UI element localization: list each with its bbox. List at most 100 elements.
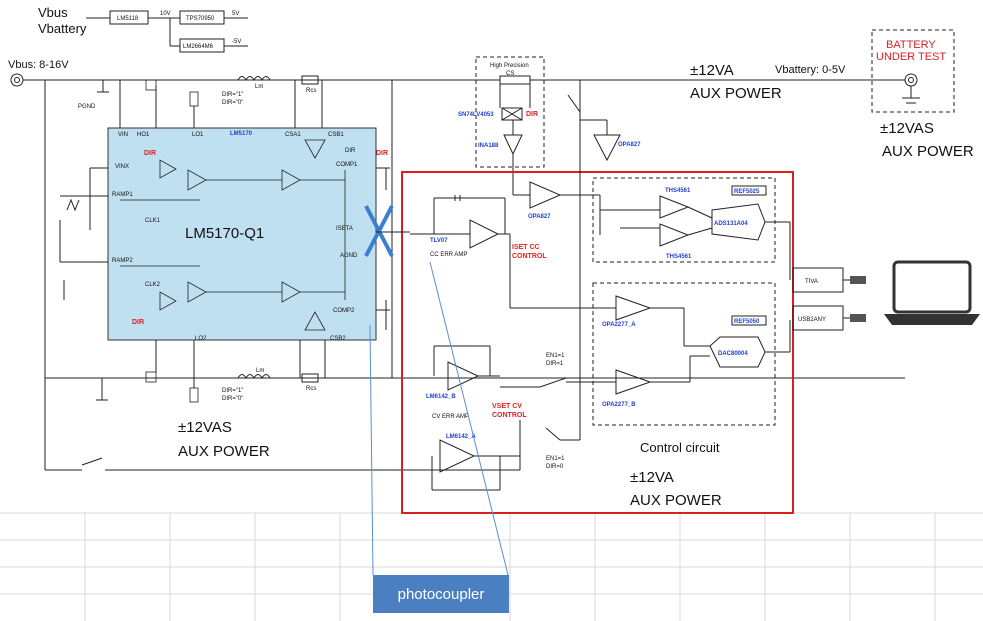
tlv07-amp [469,219,500,249]
cs-amp-2 [304,139,326,159]
iset-cc-control-label: CONTROL [512,253,547,260]
sense-switch [567,94,581,113]
shunt-resistor [499,75,531,85]
usb-plug-top [850,276,866,284]
v5-label: 5V [232,11,239,17]
aux-top-label: ±12VA [690,62,734,79]
dir-note-bottom-2: DIR="0" [222,396,243,402]
aux-bottom-label-2: AUX POWER [630,492,722,509]
dac80004-label: DAC80004 [718,351,748,357]
photocoupler-callout: photocoupler [373,575,509,613]
inductor-top-label: Lm [255,84,263,90]
photocoupler-line-2 [429,261,509,576]
ina188-label: INA188 [478,143,499,149]
aux-top-label-2: AUX POWER [690,85,782,102]
cc-err-amp-label: CC ERR AMP [430,252,467,258]
cc-switch [545,427,561,441]
current-sense-box [475,56,545,168]
iset-cc-label: ISET CC [512,244,540,251]
pin-ramp2: RAMP2 [112,258,133,264]
lm2664-label: LM2664M6 [183,44,214,50]
lm6142b-amp [447,361,480,391]
pin-agnd: AGND [340,253,358,259]
dir-note-bottom-1: DIR="1" [222,388,243,394]
dir-label-top: DIR [144,150,156,157]
gate-driver-2 [159,291,177,311]
lm5170-name: LM5170 [230,131,253,137]
dir-note-top-2: DIR="0" [222,100,243,106]
ths4561-bottom-amp [659,223,690,247]
aux-right-label: ±12VAS [880,120,934,137]
ads131-adc [711,203,766,241]
pin-dir: DIR [345,148,356,154]
vbus-terminal [10,73,24,87]
en1-label-top: EN1=1 [546,353,565,359]
opa827-top-label: OPA827 [618,142,641,148]
ths4561-top-amp [659,195,690,219]
dir-label-right: DIR [376,150,388,157]
vbus-switch [81,457,103,466]
pin-lo2: LO2 [195,336,207,342]
inductor-bottom [237,374,271,380]
vset-cv-label: VSET CV [492,403,522,410]
v10-label: 10V [160,11,171,17]
dac-box [592,282,776,426]
sheet-grid [0,512,983,621]
battery-label-2: UNDER TEST [876,51,946,63]
ads131-label: ADS131A04 [714,221,748,227]
tlv07-label: TLV07 [430,238,448,244]
inductor-bottom-label: Lm [256,368,264,374]
pin-csa1: CSA1 [285,132,301,138]
battery-terminal [904,73,918,87]
dir0-label: DIR=0 [546,464,564,470]
battery-label-1: BATTERY [886,39,936,51]
mosfet-q1 [145,79,157,91]
tiva-label: TIVA [805,279,818,285]
lm6142a-amp [439,439,476,473]
opa827-top [593,134,621,162]
tps-label: TPS70950 [186,16,215,22]
dir1-label: DIR=1 [546,361,564,367]
en1-label-bottom: EN1=1 [546,456,565,462]
ref5025-block [731,185,767,196]
control-circuit-title: Control circuit [640,440,720,455]
lm6142b-label: LM6142_B [426,394,456,400]
aux-right-label-2: AUX POWER [882,143,974,160]
dir-note-top-1: DIR="1" [222,92,243,98]
mosfet-q3 [145,371,157,383]
pgnd-label: PGND [78,104,96,110]
pin-comp1: COMP1 [336,162,358,168]
rcs-top-label: Rcs [306,88,316,94]
ramp-symbol [66,198,80,212]
pin-csb1: CSB1 [328,132,344,138]
sense-resistor-bottom [301,373,319,383]
laptop-icon [884,260,980,325]
pin-csb2: CSB2 [330,336,346,342]
adc-box [592,177,776,263]
lm5170-chip [107,127,377,341]
mosfet-q4 [189,387,199,403]
ref5025-label: REF5025 [734,189,760,195]
usb2any-label: USB2ANY [798,317,826,323]
lm5118-label: LM5118 [117,16,139,22]
gate-driver-1 [159,159,177,179]
sn74-label: SN74LV4053 [458,112,494,118]
opa827-amp [529,181,562,209]
pin-ramp1: RAMP1 [112,192,133,198]
ref5050-block [731,315,767,326]
ths4561-bottom-label: THS4561 [666,254,692,260]
opa2277a-amp [615,295,652,321]
tiva-box [792,267,844,293]
inductor-top [237,76,271,82]
aux-bottom-label: ±12VA [630,469,674,486]
cs-amp-4 [304,311,326,331]
pin-clk2: CLK2 [145,282,161,288]
photocoupler-line-1 [369,324,374,576]
ref5050-label: REF5050 [734,319,760,325]
pin-lo1: LO1 [192,132,204,138]
pin-iseta: ISETA [336,226,353,232]
pin-vin: VIN [118,132,128,138]
mosfet-q2 [189,91,199,107]
usb-plug-bottom [850,314,866,322]
